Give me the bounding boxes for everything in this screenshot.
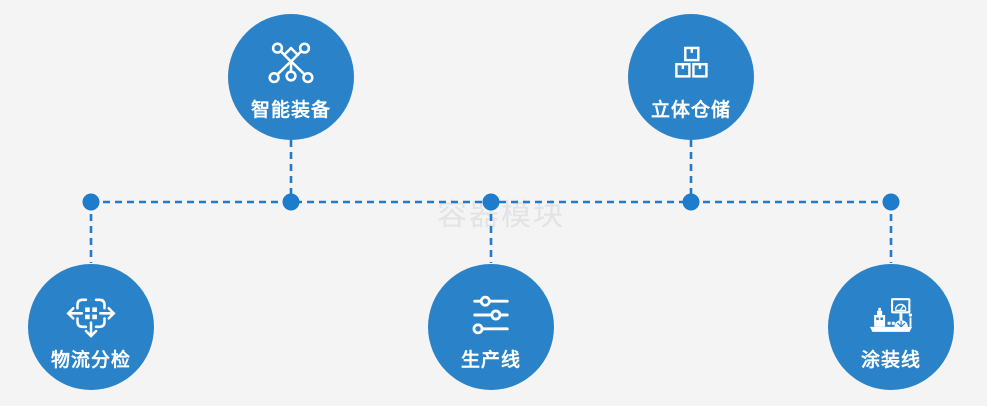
junction-dot: [482, 193, 500, 211]
junction-dot: [682, 193, 700, 211]
node-label: 智能装备: [250, 100, 331, 121]
stacked-boxes-icon: [665, 38, 717, 92]
node-label: 生产线: [460, 350, 521, 371]
network-nodes-icon: [264, 38, 318, 92]
node-logistics-sorting[interactable]: 物流分检: [28, 264, 154, 390]
sliders-icon: [465, 288, 517, 342]
node-stereo-warehousing[interactable]: 立体仓储: [628, 14, 754, 140]
junction-dot: [82, 193, 100, 211]
sorting-dispatch-icon: [64, 288, 118, 342]
watermark-text: 容器模块: [437, 199, 565, 232]
junction-dot: [282, 193, 300, 211]
node-production-line[interactable]: 生产线: [428, 264, 554, 390]
node-label: 涂装线: [860, 350, 921, 371]
node-label: 物流分检: [50, 350, 131, 371]
junction-dot: [882, 193, 900, 211]
control-station-icon: [864, 288, 918, 342]
node-intelligent-equipment[interactable]: 智能装备: [228, 14, 354, 140]
node-painting-line[interactable]: 涂装线: [828, 264, 954, 390]
node-label: 立体仓储: [650, 100, 731, 121]
